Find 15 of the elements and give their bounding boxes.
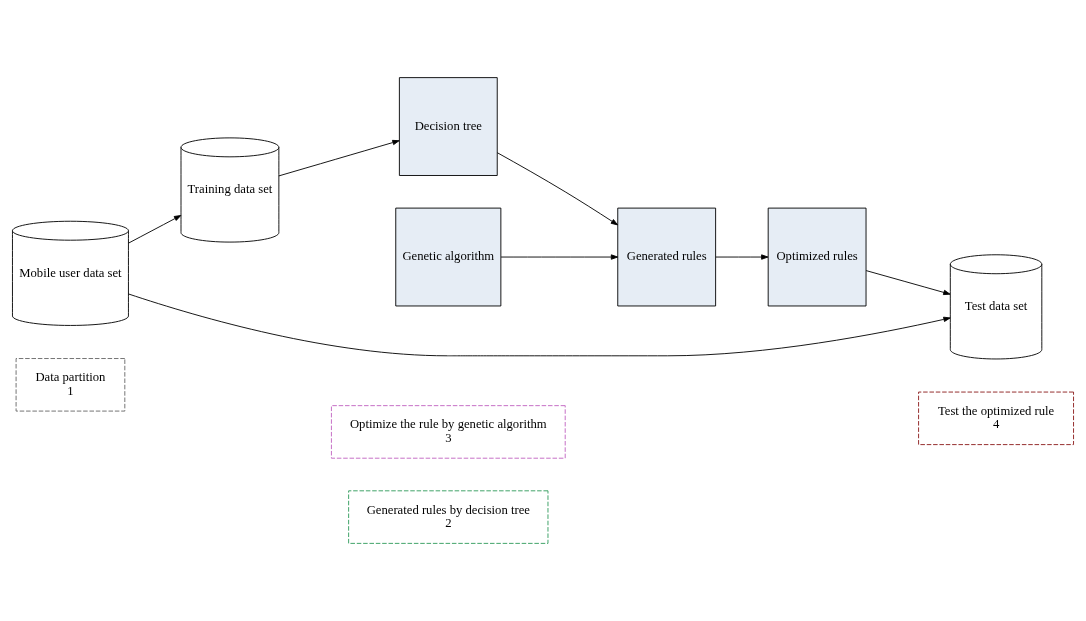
arrow (128, 215, 182, 244)
arrow (496, 152, 619, 226)
node-box: Optimized rules (767, 207, 867, 307)
node-box: Generated rules (617, 207, 717, 307)
node-box: Test the optimized rule 4 (918, 391, 1074, 446)
node-box: Data partition 1 (15, 358, 126, 412)
node-box: Decision tree (398, 77, 498, 176)
node-box: Optimize the rule by genetic algorithm 3 (330, 405, 566, 459)
node-box: Genetic algorithm (395, 207, 502, 307)
arrow (715, 254, 769, 260)
arrow (500, 254, 619, 260)
arrow (128, 293, 951, 357)
arrow (865, 270, 951, 296)
arrow (278, 139, 400, 177)
node-box: Generated rules by decision tree 2 (348, 490, 549, 544)
